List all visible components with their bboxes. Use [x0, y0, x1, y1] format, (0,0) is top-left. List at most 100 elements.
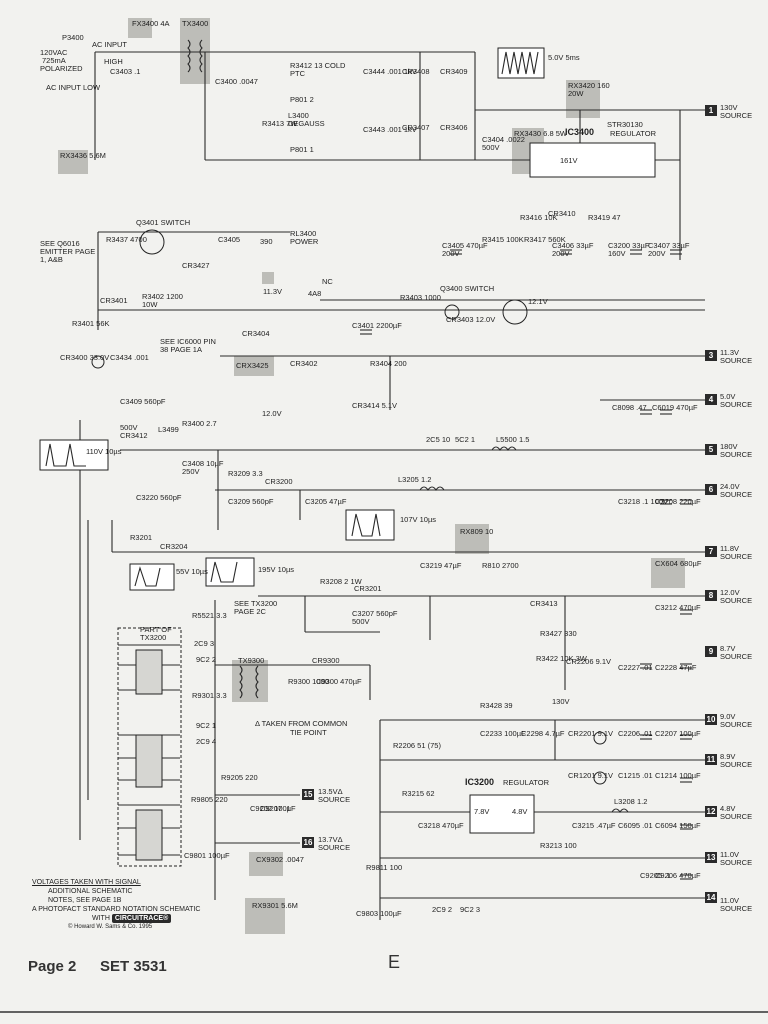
set-number: SET 3531	[100, 958, 167, 975]
component-label: L3205 1.2	[398, 475, 432, 484]
component-label: C9202 100µF	[250, 804, 296, 813]
source-marker-15: 15	[302, 789, 314, 800]
component-label: CR3201	[354, 584, 382, 593]
component-label: R3428 39	[480, 701, 513, 710]
component-label: C3400 .0047	[215, 77, 258, 86]
component-label: R3422 10K 3W	[536, 654, 587, 663]
component-label: CR3410	[548, 209, 576, 218]
component-label: P801 1	[290, 145, 314, 154]
component-label: 4A8	[308, 289, 322, 298]
component-label: P801 2	[290, 95, 314, 104]
component-label: C3404 .0022 500V	[482, 135, 525, 152]
component-label: CR3200	[265, 477, 293, 486]
source-label-1: 130V SOURCE	[720, 103, 753, 120]
component-label: L5500 1.5	[496, 435, 530, 444]
note-with: WITH	[92, 915, 110, 922]
component-label: R3215 62	[402, 789, 435, 798]
cx9302-highlight	[249, 852, 283, 876]
source-label-15: 13.5VΔ SOURCE	[318, 787, 351, 804]
component-label: L3208 1.2	[614, 797, 648, 806]
source-label-4: 5.0V SOURCE	[720, 392, 753, 409]
component-label: C3403 .1	[110, 67, 141, 76]
component-label: R2206 51 (75)	[393, 741, 441, 750]
note-photofact: A PHOTOFACT STANDARD NOTATION SCHEMATIC	[32, 906, 201, 913]
ic3400-body	[529, 142, 656, 178]
component-label: C3215 .47µF	[572, 821, 616, 830]
component-label: C2207 100µF	[655, 729, 701, 738]
source-marker-8: 8	[705, 590, 717, 601]
note-voltages: VOLTAGES TAKEN WITH SIGNAL	[32, 879, 141, 886]
component-label: TX3400	[182, 19, 209, 28]
source-marker-14: 14	[705, 892, 717, 903]
component-label: C6094 150µF	[655, 821, 701, 830]
source-label-3: 11.3V SOURCE	[720, 348, 753, 365]
component-label: 2C9 4	[196, 737, 217, 746]
component-label: 2C9 3	[194, 639, 215, 648]
component-label: CR3400 33.0V	[60, 353, 110, 362]
component-label: R9205 220	[221, 773, 258, 782]
component-label: R3412 13 COLD PTC	[290, 61, 346, 78]
ic3400-pin: 161V	[560, 156, 578, 165]
source-marker-11: 11	[705, 754, 717, 765]
tx3200-part-box	[117, 627, 182, 867]
component-label: RX3420 160 20W	[568, 81, 610, 98]
tx9300-highlight	[232, 660, 268, 702]
component-label: R9805 220	[191, 795, 228, 804]
component-label: C6095 .01	[618, 821, 653, 830]
component-label: C3200 33µF 160V	[608, 241, 650, 258]
waveform-5v	[497, 47, 545, 79]
component-label: RX3430 6.8 5W	[514, 129, 567, 138]
ic3200-label: IC3200	[465, 777, 495, 787]
capacitor-symbols	[360, 249, 692, 880]
component-label: SEE IC6000 PIN 38 PAGE 1A	[160, 337, 216, 354]
page-number: Page 2	[28, 958, 77, 975]
component-label: 9C2 2	[196, 655, 217, 664]
component-label: C2206 .01	[618, 729, 653, 738]
component-label: R5521 3.3	[192, 611, 227, 620]
component-label: C3409 560pF	[120, 397, 166, 406]
cx604-highlight	[651, 558, 685, 588]
source-label-8: 12.0V SOURCE	[720, 588, 753, 605]
component-label: C3434 .001	[110, 353, 149, 362]
ic3400-type: STR30130	[607, 120, 643, 129]
component-label: C3406 33µF 200V	[552, 241, 594, 258]
component-label: 5C2 1	[455, 435, 476, 444]
component-label: CR3404	[242, 329, 270, 338]
component-label: C9801 100µF	[184, 851, 230, 860]
component-label: R3400 2.7	[182, 419, 217, 428]
relay-voltage: 390	[260, 237, 273, 246]
component-label: C9206 470µF	[655, 871, 701, 880]
component-label: C6019 470µF	[652, 403, 698, 412]
component-label: C3208 220µF	[655, 497, 701, 506]
source-label-5: 180V SOURCE	[720, 442, 753, 459]
source-label-12: 4.8V SOURCE	[720, 804, 753, 821]
component-label: SEE Q6016 EMITTER PAGE 1, A&B	[40, 239, 96, 264]
component-label: R810 2700	[482, 561, 519, 570]
component-label: CR3409	[440, 67, 468, 76]
component-label: 195V 10µs	[258, 565, 295, 574]
component-label: C3407 33µF 200V	[648, 241, 690, 258]
component-label: C9205 .1	[640, 871, 671, 880]
source-label-7: 11.8V SOURCE	[720, 544, 753, 561]
component-label: 110V 10µs	[86, 447, 122, 456]
note-common-2: TIE POINT	[290, 728, 327, 737]
component-label: C3207 560pF 500V	[352, 609, 398, 626]
ic3200-sub: REGULATOR	[503, 778, 549, 787]
component-label: R3427 330	[540, 629, 577, 638]
component-label: R9301 3.3	[192, 691, 227, 700]
component-label: CR3402	[290, 359, 318, 368]
component-label: C3443 .001 1kV	[363, 125, 417, 134]
source-marker-4: 4	[705, 394, 717, 405]
ac-input-low: AC INPUT LOW	[46, 83, 101, 92]
component-label: 130V	[552, 697, 570, 706]
rx3420-highlight	[566, 80, 600, 118]
component-label: RX9301 5.6M	[252, 901, 298, 910]
tp3-highlight	[262, 272, 274, 284]
ac-amps: 725mA	[42, 56, 66, 65]
note-common-1: Δ TAKEN FROM COMMON	[255, 719, 348, 728]
component-label: 9C2 3	[460, 905, 481, 914]
component-label: CR9300	[312, 656, 340, 665]
component-label: CR2201 9.1V	[568, 729, 614, 738]
component-label: C3405	[218, 235, 241, 244]
rx9301-highlight	[245, 898, 285, 934]
